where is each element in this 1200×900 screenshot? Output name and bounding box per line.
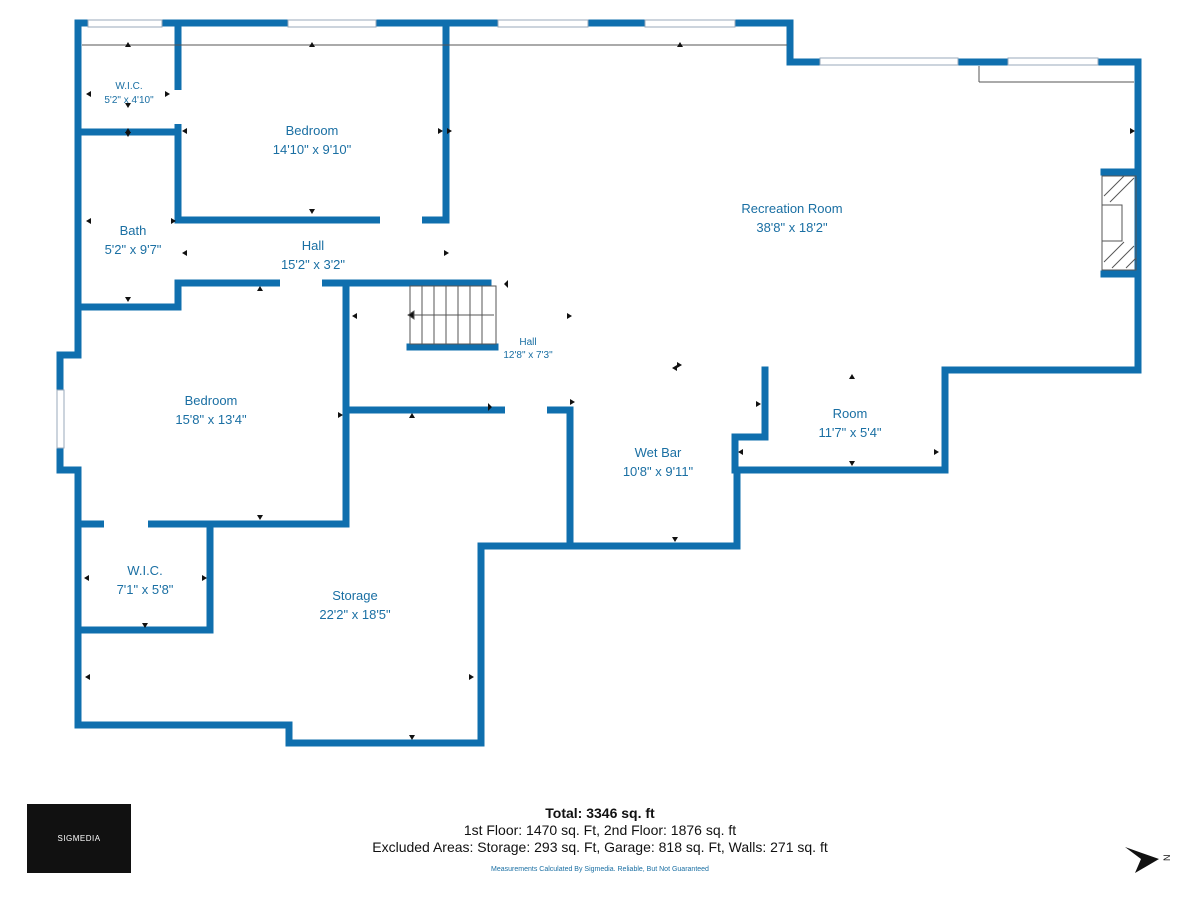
- room-name: Room: [833, 406, 868, 421]
- room-name: Recreation Room: [741, 201, 842, 216]
- room-dimensions: 14'10" x 9'10": [273, 142, 352, 157]
- sigmedia-logo: SIGMEDIA: [27, 804, 131, 873]
- room-dimensions: 7'1" x 5'8": [117, 582, 174, 597]
- room-name: Bedroom: [286, 123, 339, 138]
- door-openings: [104, 90, 830, 528]
- area-summary: Total: 3346 sq. ft 1st Floor: 1470 sq. F…: [0, 805, 1200, 873]
- room-name: W.I.C.: [127, 563, 162, 578]
- dimension-markers: [84, 42, 1135, 740]
- floor-areas: 1st Floor: 1470 sq. Ft, 2nd Floor: 1876 …: [463, 822, 737, 838]
- room-name: W.I.C.: [115, 81, 142, 92]
- excluded-areas: Excluded Areas: Storage: 293 sq. Ft, Gar…: [372, 839, 828, 855]
- room-name: Wet Bar: [635, 445, 682, 460]
- walls: [56, 19, 1142, 747]
- north-arrow-icon: N: [1125, 847, 1172, 873]
- floor-plan: W.I.C. 5'2" x 4'10" Bedroom 14'10" x 9'1…: [56, 19, 1142, 747]
- disclaimer: Measurements Calculated By Sigmedia. Rel…: [491, 866, 709, 873]
- room-dimensions: 12'8" x 7'3": [503, 350, 553, 361]
- fireplace-icon: [1101, 175, 1137, 271]
- room-name: Bedroom: [185, 393, 238, 408]
- room-name: Storage: [332, 588, 378, 603]
- stairs-icon: [407, 285, 497, 345]
- room-dimensions: 10'8" x 9'11": [623, 464, 694, 479]
- room-name: Hall: [519, 337, 536, 348]
- north-label: N: [1162, 855, 1172, 862]
- room-name: Hall: [302, 238, 325, 253]
- windows: [56, 19, 1099, 449]
- room-dimensions: 15'2" x 3'2": [281, 257, 345, 272]
- room-dimensions: 22'2" x 18'5": [319, 607, 391, 622]
- room-dimensions: 38'8" x 18'2": [756, 220, 828, 235]
- room-labels: W.I.C. 5'2" x 4'10" Bedroom 14'10" x 9'1…: [104, 81, 882, 622]
- room-dimensions: 5'2" x 4'10": [104, 95, 154, 106]
- room-name: Bath: [120, 223, 147, 238]
- room-dimensions: 15'8" x 13'4": [175, 412, 247, 427]
- room-dimensions: 5'2" x 9'7": [105, 242, 162, 257]
- total-area: Total: 3346 sq. ft: [545, 805, 655, 821]
- room-dimensions: 11'7" x 5'4": [818, 425, 881, 440]
- thin-lines: [82, 44, 1134, 83]
